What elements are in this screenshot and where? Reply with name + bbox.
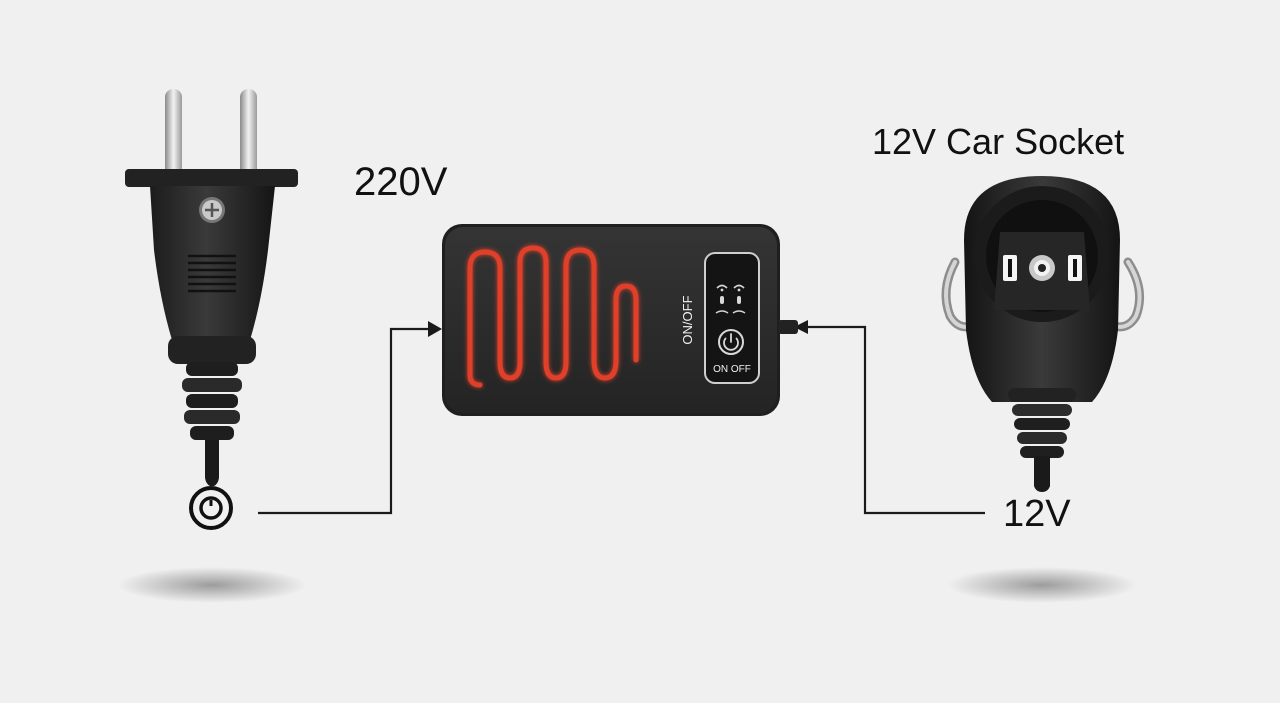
side-onoff-text: ON/OFF xyxy=(680,295,695,344)
eu-plug-icon xyxy=(125,89,298,486)
input-connection-line xyxy=(258,327,428,515)
input-arrowhead xyxy=(428,321,442,337)
plug-shadow xyxy=(117,567,307,603)
car-socket-icon xyxy=(941,176,1145,492)
indicator-led-icon xyxy=(715,284,746,314)
power-button[interactable] xyxy=(718,329,744,355)
output-voltage-label: 12V xyxy=(1003,493,1071,535)
socket-title-label: 12V Car Socket xyxy=(872,121,1125,162)
control-panel: ON OFF xyxy=(704,252,760,384)
heating-element-icon xyxy=(467,245,639,388)
button-onoff-text: ON OFF xyxy=(713,364,751,375)
round-inlet-icon xyxy=(189,486,233,530)
power-icon xyxy=(723,333,739,351)
output-arrowhead xyxy=(794,320,808,334)
input-voltage-label: 220V xyxy=(354,160,448,204)
output-connection-line xyxy=(808,325,985,515)
socket-shadow xyxy=(947,567,1137,603)
heater-control-box: ON/OFF ON OFF xyxy=(442,224,798,416)
